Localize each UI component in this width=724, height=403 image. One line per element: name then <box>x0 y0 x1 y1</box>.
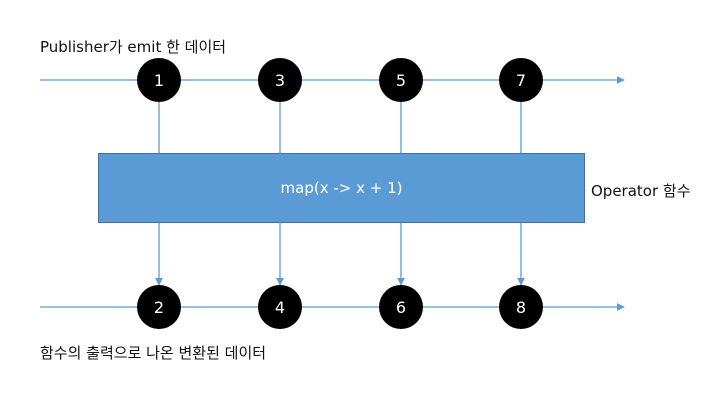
input-marble-3-label: 5 <box>396 71 406 90</box>
output-marble-1: 2 <box>137 285 181 329</box>
input-marble-1: 1 <box>137 58 181 102</box>
operator-box: map(x -> x + 1) <box>98 153 585 223</box>
input-marble-2: 3 <box>258 58 302 102</box>
input-marble-4-label: 7 <box>516 71 526 90</box>
output-marble-3-label: 6 <box>396 298 406 317</box>
input-marble-1-label: 1 <box>154 71 164 90</box>
output-stream-label: 함수의 출력으로 나온 변환된 데이터 <box>40 344 267 362</box>
input-marble-4: 7 <box>499 58 543 102</box>
operator-expression: map(x -> x + 1) <box>280 179 403 197</box>
output-marble-2: 4 <box>258 285 302 329</box>
output-marble-3: 6 <box>379 285 423 329</box>
output-marble-4: 8 <box>499 285 543 329</box>
output-marble-1-label: 2 <box>154 298 164 317</box>
output-marble-4-label: 8 <box>516 298 526 317</box>
input-stream-label: Publisher가 emit 한 데이터 <box>40 38 227 56</box>
operator-label: Operator 함수 <box>591 182 691 200</box>
output-marble-2-label: 4 <box>275 298 285 317</box>
input-marble-2-label: 3 <box>275 71 285 90</box>
input-marble-3: 5 <box>379 58 423 102</box>
